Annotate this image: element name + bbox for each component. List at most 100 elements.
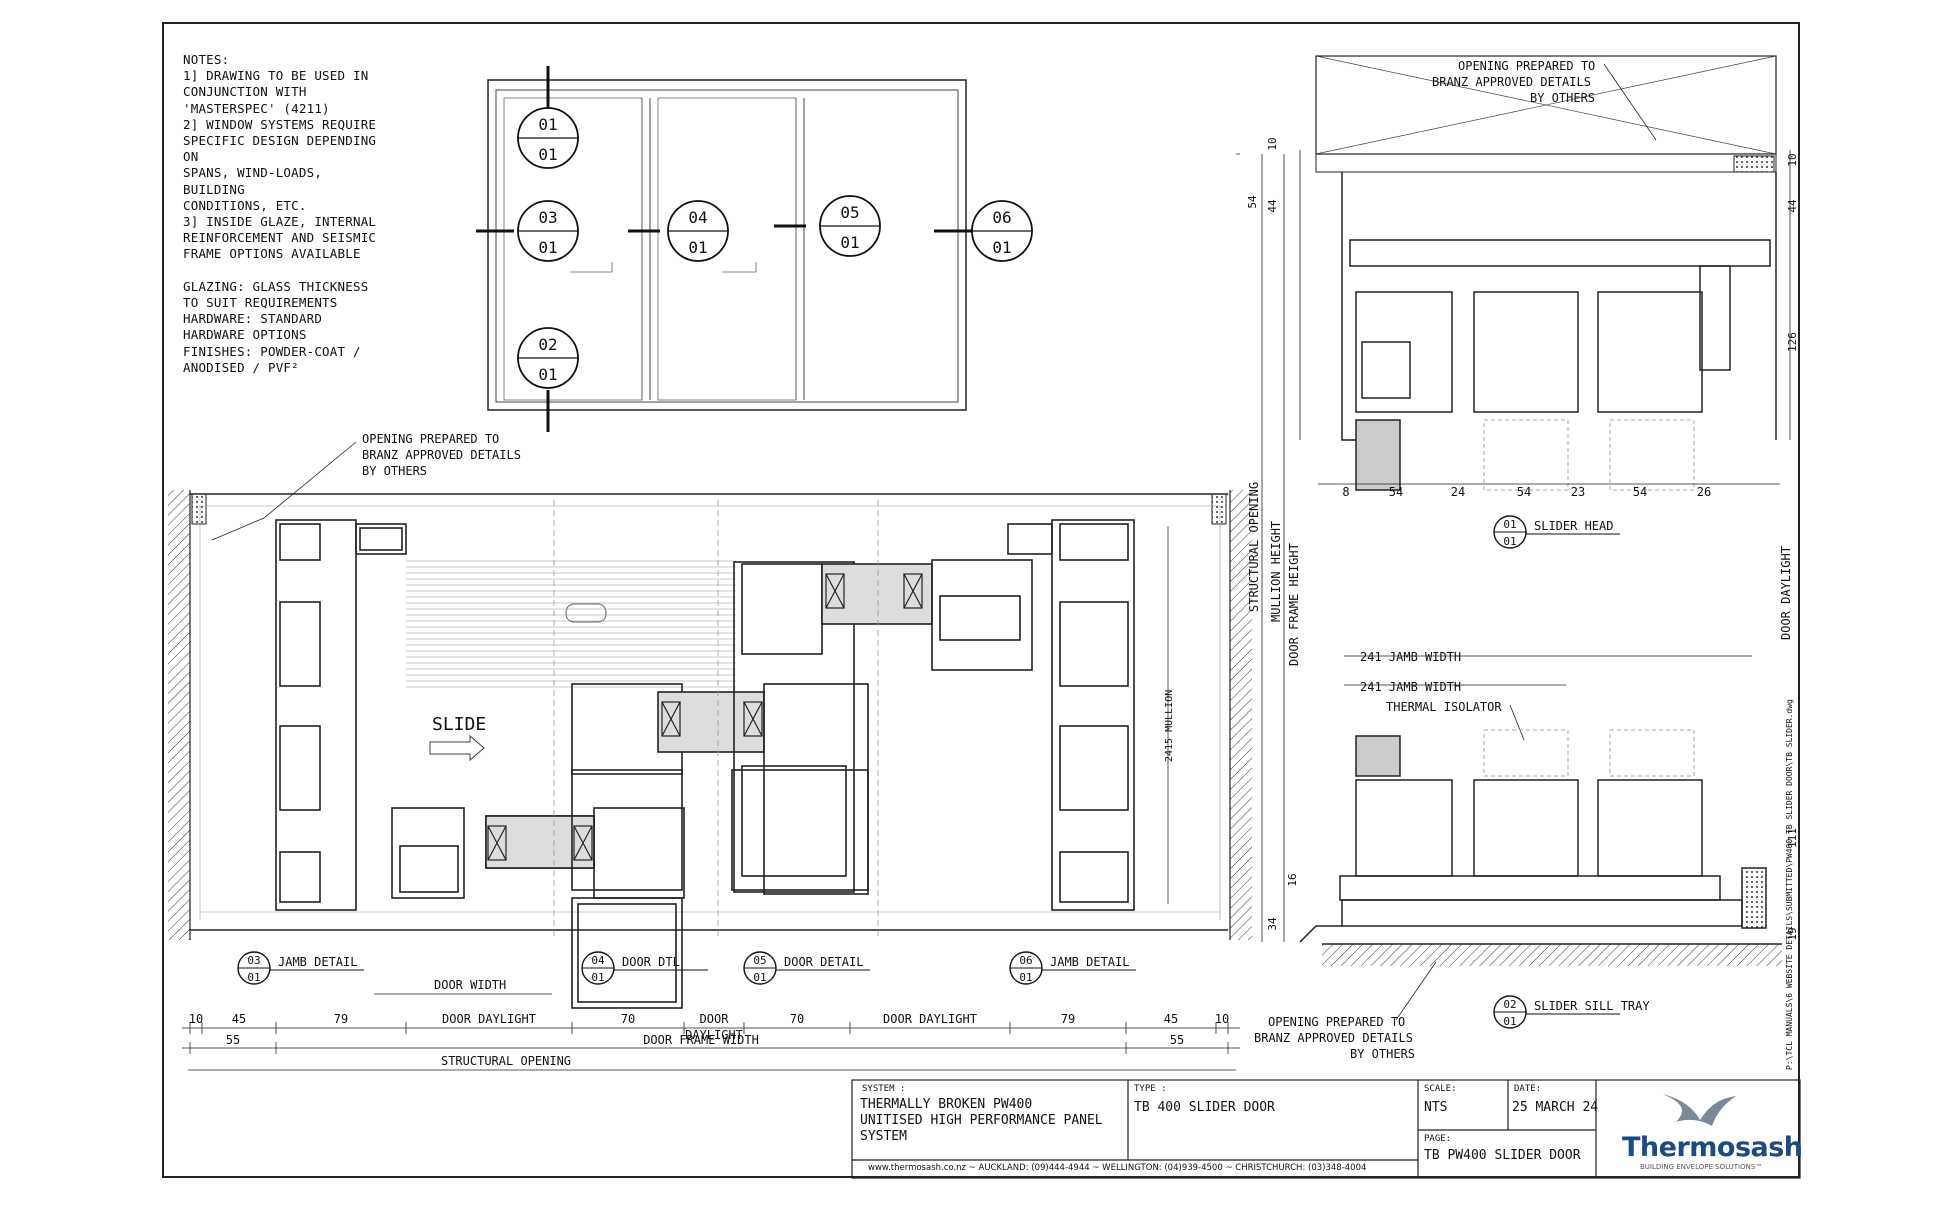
head-bottom-dim: 26 — [1697, 485, 1711, 499]
slider-head-section — [1315, 55, 1777, 491]
note-line: CONDITIONS, ETC. — [183, 197, 307, 213]
contact-footer: www.thermosash.co.nz ~ AUCKLAND: (09)444… — [868, 1163, 1367, 1173]
slide-label: SLIDE — [432, 714, 486, 735]
tag-number: 06 — [1019, 954, 1032, 967]
tag-sheet: 01 — [247, 971, 260, 984]
svg-text:BRANZ APPROVED DETAILS: BRANZ APPROVED DETAILS — [1254, 1031, 1413, 1045]
date-label: DATE: — [1514, 1084, 1542, 1094]
tag-label: DOOR DTL — [622, 955, 680, 969]
detail-tag: 05 01 DOOR DETAIL — [743, 951, 870, 985]
opening-callout-sill: OPENING PREPARED TO BRANZ APPROVED DETAI… — [1254, 961, 1437, 1061]
plan-section: 2415 MULLION SLIDE — [168, 490, 1252, 1009]
dim-row1: DOOR DAYLIGHT — [883, 1012, 977, 1026]
dim-row1: DOOR DAYLIGHT — [442, 1012, 536, 1026]
head-bottom-dim: 23 — [1571, 485, 1585, 499]
dim-row1: 10 — [1215, 1012, 1229, 1026]
section-marker: 05 01 — [819, 195, 881, 257]
scale-label: SCALE: — [1424, 1084, 1457, 1094]
note-line: REINFORCEMENT AND SEISMIC — [183, 230, 377, 246]
dim-row1: 45 — [1164, 1012, 1178, 1026]
tag-sheet: 01 — [591, 971, 604, 984]
marker-number: 05 — [840, 203, 859, 222]
marker-sheet: 01 — [840, 233, 859, 252]
page-label: PAGE: — [1424, 1134, 1452, 1144]
jamb-width-dim: 241 JAMB WIDTH — [1360, 650, 1461, 664]
dim-row2: 55 — [226, 1033, 240, 1047]
head-bottom-dim: 54 — [1517, 485, 1531, 499]
system-value: THERMALLY BROKEN PW400 UNITISED HIGH PER… — [860, 1097, 1103, 1144]
logo-tagline: BUILDING ENVELOPE SOLUTIONS™ — [1640, 1163, 1763, 1171]
door-elevation — [476, 66, 974, 432]
marker-sheet: 01 — [992, 238, 1011, 257]
vertical-dim: 34 — [1266, 917, 1279, 931]
tag-sheet: 01 — [1019, 971, 1032, 984]
marker-number: 02 — [538, 335, 557, 354]
tag-label: SLIDER HEAD — [1534, 519, 1613, 533]
svg-text:BRANZ APPROVED DETAILS: BRANZ APPROVED DETAILS — [1432, 75, 1591, 89]
scale-value: NTS — [1424, 1100, 1448, 1115]
marker-sheet: 01 — [538, 365, 557, 384]
section-marker: 06 01 — [971, 200, 1033, 262]
dim-row1: 79 — [1061, 1012, 1075, 1026]
tag-label: SLIDER SILL TRAY — [1534, 999, 1650, 1013]
note-line: 'MASTERSPEC' (4211) — [183, 100, 330, 116]
opening-callout-plan: OPENING PREPARED TO BRANZ APPROVED DETAI… — [211, 432, 521, 541]
tag-number: 02 — [1503, 998, 1516, 1011]
marker-number: 03 — [538, 208, 557, 227]
dim-row2: 55 — [1170, 1033, 1184, 1047]
vertical-dim: 44 — [1266, 199, 1279, 213]
type-value: TB 400 SLIDER DOOR — [1134, 1100, 1275, 1115]
note-line: ANODISED / PVF² — [183, 359, 299, 375]
dim-row1: 79 — [334, 1012, 348, 1026]
note-line: 2] WINDOW SYSTEMS REQUIRE — [183, 116, 377, 132]
note-line: HARDWARE: STANDARD — [183, 311, 323, 327]
tag-sheet: 01 — [1503, 535, 1516, 548]
tag-number: 05 — [753, 954, 766, 967]
plan-dimensions — [182, 993, 1240, 1071]
marker-sheet: 01 — [538, 238, 557, 257]
door-width-label: DOOR WIDTH — [434, 978, 506, 992]
tag-number: 03 — [247, 954, 260, 967]
note-line: FRAME OPTIONS AVAILABLE — [183, 246, 361, 262]
tag-sheet: 01 — [1503, 1015, 1516, 1028]
tag-sheet: 01 — [753, 971, 766, 984]
marker-number: 04 — [688, 208, 707, 227]
tag-label: DOOR DETAIL — [784, 955, 863, 969]
tag-number: 01 — [1503, 518, 1516, 531]
head-dimensions — [1236, 150, 1791, 942]
svg-text:STRUCTURAL OPENING: STRUCTURAL OPENING — [1247, 482, 1261, 612]
dim-row1: 10 — [189, 1012, 203, 1026]
vertical-dim: 10 — [1786, 153, 1799, 166]
svg-text:OPENING PREPARED TO: OPENING PREPARED TO — [362, 432, 499, 446]
dim-row1: 70 — [790, 1012, 804, 1026]
slider-sill-section: 241 JAMB WIDTH 241 JAMB WIDTH THERMAL IS… — [1299, 650, 1782, 966]
vertical-dim: 10 — [1266, 137, 1279, 150]
dim-row1: 70 — [621, 1012, 635, 1026]
head-bottom-dim: 54 — [1389, 485, 1403, 499]
note-line: SPECIFIC DESIGN DEPENDING ON — [183, 133, 377, 165]
tag-label: JAMB DETAIL — [278, 955, 357, 969]
detail-tag: 03 01 JAMB DETAIL — [237, 951, 364, 985]
vertical-dim: 44 — [1786, 199, 1799, 213]
svg-text:BY OTHERS: BY OTHERS — [1350, 1047, 1415, 1061]
vertical-dim: 19 — [1786, 927, 1799, 940]
section-marker: 04 01 — [667, 200, 729, 262]
dim-row1b: DAYLIGHT — [685, 1028, 743, 1042]
section-marker: 02 01 — [517, 327, 579, 389]
vertical-dim: 16 — [1286, 873, 1299, 886]
system-label: SYSTEM : — [862, 1084, 906, 1094]
marker-sheet: 01 — [538, 145, 557, 164]
dim-row3: STRUCTURAL OPENING — [441, 1054, 571, 1068]
note-line: 3] INSIDE GLAZE, INTERNAL — [183, 214, 377, 230]
svg-text:DOOR FRAME HEIGHT: DOOR FRAME HEIGHT — [1287, 543, 1301, 666]
marker-sheet: 01 — [688, 238, 707, 257]
logo-wordmark: Thermosash — [1622, 1132, 1803, 1163]
marker-number: 06 — [992, 208, 1011, 227]
dim-row1: 45 — [232, 1012, 246, 1026]
